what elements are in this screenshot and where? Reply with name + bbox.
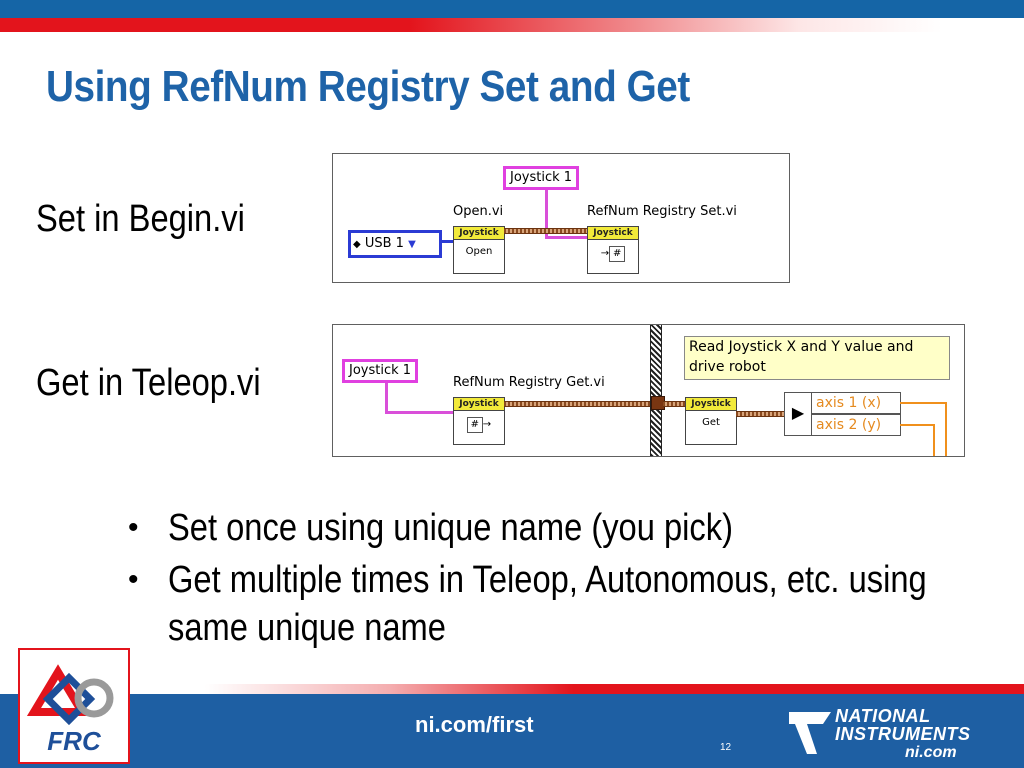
axis1-wire-down	[945, 402, 947, 456]
footer-url[interactable]: ni.com/first	[415, 712, 534, 737]
name-wire	[545, 190, 548, 236]
axis2-wire	[900, 424, 934, 426]
slide-title: Using RefNum Registry Set and Get	[46, 62, 690, 111]
bullet-dot-icon: •	[128, 563, 139, 596]
set-block-diagram: Joystick 1 Open.vi RefNum Registry Set.v…	[332, 153, 790, 283]
frc-logo: FRC	[18, 648, 130, 764]
bottom-red-bar	[0, 684, 1024, 694]
frc-emblem-icon	[26, 664, 114, 726]
frc-text: FRC	[47, 726, 101, 756]
ni-eagle-icon	[789, 712, 831, 754]
name-wire-get	[385, 383, 388, 411]
unbundle-arrow-icon[interactable]: ▶	[784, 392, 812, 436]
name-wire-get-h	[385, 411, 453, 414]
open-vi-body: Open	[465, 246, 493, 257]
get-label: Get in Teleop.vi	[36, 362, 261, 404]
registry-set-icon: →#	[588, 240, 638, 262]
joystick-get-vi-body: Get	[702, 417, 720, 428]
bullet-item: • Get multiple times in Teleop, Autonomo…	[128, 556, 1008, 652]
registry-get-icon: #→	[454, 411, 504, 433]
registry-set-vi-header: Joystick	[588, 227, 638, 240]
open-vi-title: Open.vi	[453, 204, 504, 219]
registry-get-vi-node[interactable]: Joystick #→	[453, 397, 505, 445]
set-label: Set in Begin.vi	[36, 198, 245, 240]
registry-get-vi-header: Joystick	[454, 398, 504, 411]
axis1-output: axis 1 (x)	[811, 392, 901, 414]
bullet-dot-icon: •	[128, 511, 139, 544]
joystick-name-constant-get: Joystick 1	[342, 359, 419, 383]
dropdown-arrow-icon: ▼	[408, 239, 416, 250]
refnum-wire-right	[663, 401, 685, 407]
axis2-output: axis 2 (y)	[811, 414, 901, 436]
ni-domain: ni.com	[905, 744, 957, 761]
updown-icon: ◆	[353, 239, 361, 250]
usb-wire	[439, 240, 453, 243]
usb-value: USB 1	[364, 236, 404, 251]
bullet-list: • Set once using unique name (you pick) …	[128, 504, 1008, 656]
hash-icon: #	[466, 417, 483, 433]
usb-port-control[interactable]: ◆ USB 1 ▼	[348, 230, 442, 258]
bullet-text: Set once using unique name (you pick)	[168, 507, 733, 549]
joystick-name-constant: Joystick 1	[503, 166, 580, 190]
ni-word-instruments: INSTRUMENTS	[835, 724, 971, 744]
get-block-diagram: Joystick 1 RefNum Registry Get.vi Joysti…	[332, 324, 965, 457]
registry-get-vi-title: RefNum Registry Get.vi	[453, 375, 605, 390]
top-blue-bar	[0, 0, 1024, 18]
name-wire-h	[545, 236, 587, 239]
open-vi-header: Joystick	[454, 227, 504, 240]
refnum-wire-left	[504, 401, 658, 407]
ni-word-national: NATIONAL	[835, 706, 931, 726]
page-number: 12	[720, 742, 732, 753]
comment-label: Read Joystick X and Y value and drive ro…	[684, 336, 950, 380]
cluster-wire	[736, 411, 784, 417]
registry-set-vi-node[interactable]: Joystick →#	[587, 226, 639, 274]
ni-logo: NATIONAL INSTRUMENTS ni.com	[785, 700, 1015, 764]
joystick-get-vi-node[interactable]: Joystick Get	[685, 397, 737, 445]
hash-icon: #	[609, 246, 626, 262]
bottom-blue-bar	[0, 694, 1024, 768]
refnum-wire	[504, 228, 587, 234]
while-loop-border	[650, 325, 662, 456]
bullet-text: Get multiple times in Teleop, Autonomous…	[168, 559, 927, 649]
top-red-bar	[0, 18, 1024, 32]
open-vi-node[interactable]: Joystick Open	[453, 226, 505, 274]
registry-set-vi-title: RefNum Registry Set.vi	[587, 204, 737, 219]
axis2-wire-down	[933, 424, 935, 456]
bullet-item: • Set once using unique name (you pick)	[128, 504, 1008, 552]
joystick-get-vi-header: Joystick	[686, 398, 736, 411]
axis1-wire	[900, 402, 946, 404]
